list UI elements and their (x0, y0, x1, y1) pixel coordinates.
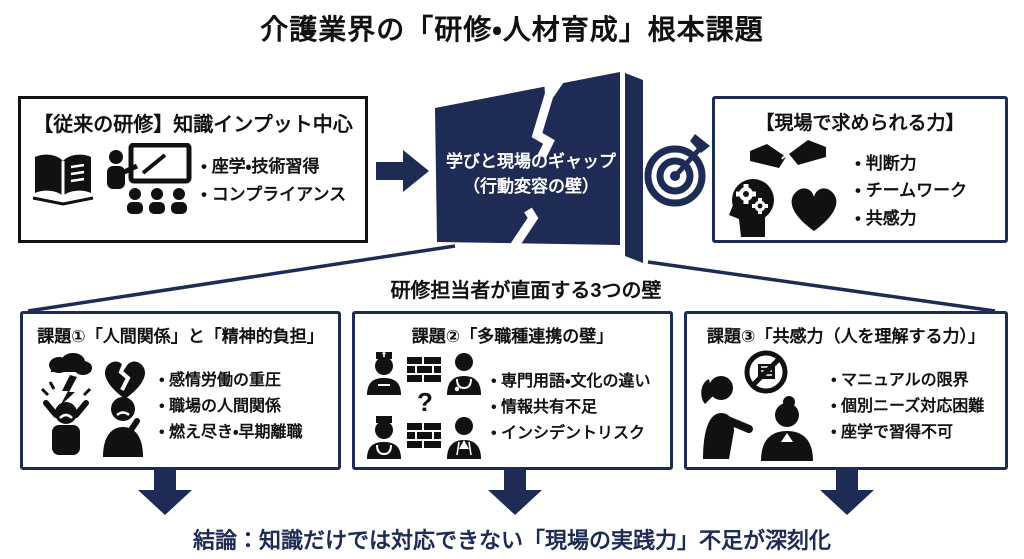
field-skills-title: 【現場で求められる力】 (755, 113, 965, 134)
issue-1-list: 感情労働の重圧 職場の人間関係 燃え尽き・早期離職 (159, 368, 303, 446)
field-skills-box: 【現場で求められる力】 (712, 96, 1008, 243)
heart-icon (787, 183, 841, 233)
issue-2-icons: ? (365, 351, 483, 461)
list-item: コンプライアンス (201, 181, 346, 209)
target-dart-icon (644, 132, 710, 210)
book-icon (31, 152, 95, 206)
teacher-blackboard-icon (103, 143, 193, 215)
nurse-icon (365, 351, 403, 395)
issue-box-3: 課題③「共感力（人を理解する力）」 (684, 311, 1008, 470)
caregiver-icon (697, 373, 755, 459)
field-skills-list: 判断力 チームワーク 共感力 (855, 150, 968, 233)
handshake-icon (749, 137, 827, 175)
list-item: 判断力 (855, 150, 967, 178)
traditional-training-title: 【従来の研修】知識インプット中心 (33, 114, 353, 136)
nurse-icon (365, 415, 403, 459)
three-walls-heading: 研修担当者が直面する3つの壁 (390, 280, 662, 302)
arrow-down-icon (486, 470, 544, 516)
arrow-right-icon (376, 147, 430, 195)
gap-label: 学びと現場のギャップ （行動変容の壁） (436, 150, 626, 199)
cracked-wall-icon (425, 60, 655, 272)
list-item: マニュアルの限界 (831, 368, 984, 394)
issue-3-list: マニュアルの限界 個別ニーズ対応困難 座学で習得不可 (831, 368, 984, 446)
conclusion-text: 結論：知識だけでは対応できない「現場の実践力」不足が深刻化 (192, 528, 831, 553)
doctor-icon (445, 351, 483, 395)
list-item: 情報共有不足 (491, 395, 651, 421)
list-item: 個別ニーズ対応困難 (831, 394, 984, 420)
list-item: チームワーク (855, 177, 968, 205)
traditional-training-box: 【従来の研修】知識インプット中心 (18, 96, 368, 243)
issue-box-2: 課題②「多職種連携の壁」 (352, 311, 673, 470)
brick-wall-icon (407, 423, 441, 449)
issue-1-title: 課題①「人間関係」と「精神的負担」 (37, 327, 324, 346)
sad-person-icon (95, 395, 151, 457)
gap-label-line1: 学びと現場のギャップ (446, 152, 616, 171)
brick-wall-icon (407, 357, 441, 383)
gap-label-line2: （行動変容の壁） (463, 176, 599, 196)
issue-3-title: 課題③「共感力（人を理解する力）」 (707, 327, 985, 346)
no-manual-icon (743, 349, 789, 395)
elderly-person-icon (755, 395, 819, 461)
list-item: 座学・技術習得 (201, 153, 346, 181)
issue-box-1: 課題①「人間関係」と「精神的負担」 (20, 311, 341, 470)
list-item: インシデントリスク (491, 421, 651, 447)
issue-2-title: 課題②「多職種連携の壁」 (411, 327, 614, 346)
brain-gears-icon (725, 175, 779, 237)
list-item: 専門用語・文化の違い (491, 369, 650, 395)
stressed-person-icon (33, 351, 99, 455)
list-item: 共感力 (855, 205, 967, 233)
issue-1-icons (33, 351, 151, 459)
list-item: 職場の人間関係 (159, 394, 303, 420)
list-item: 感情労働の重圧 (159, 368, 303, 394)
issue-2-list: 専門用語・文化の違い 情報共有不足 インシデントリスク (491, 369, 651, 447)
issue-3-icons (697, 349, 823, 461)
broken-heart-icon (101, 357, 149, 401)
page-title: 介護業界の「研修・人材育成」根本課題 (260, 14, 764, 45)
doctor-icon (445, 415, 483, 459)
arrow-down-icon (818, 470, 876, 516)
question-mark: ? (417, 387, 433, 417)
list-item: 座学で習得不可 (831, 420, 984, 446)
traditional-training-list: 座学・技術習得 コンプライアンス (201, 153, 346, 208)
list-item: 燃え尽き・早期離職 (159, 420, 302, 446)
field-skills-icons (725, 137, 847, 241)
arrow-down-icon (136, 470, 194, 516)
